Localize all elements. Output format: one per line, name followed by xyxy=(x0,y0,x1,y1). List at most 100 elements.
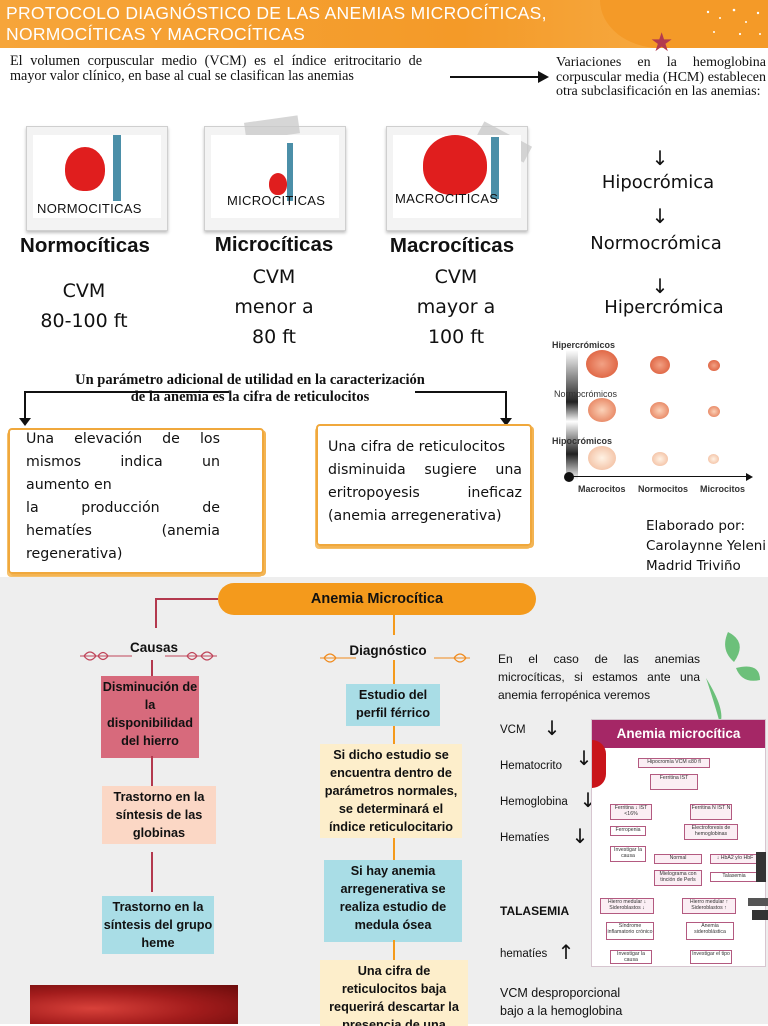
section-title-pill: Anemia Microcítica xyxy=(218,583,536,615)
ferropenic-text: En el caso de las anemias microcíticas, … xyxy=(498,652,700,702)
author-credit: Elaborado por: Carolaynne Yeleni Madrid … xyxy=(646,516,768,576)
cell-dot xyxy=(708,360,720,371)
color-gradient-bar xyxy=(566,350,578,480)
parameter-line-2: de la anemia es la cifra de reticulocito… xyxy=(130,389,370,405)
flow-node: Ferritina N IST N xyxy=(690,804,732,820)
col-label-macrocitos: Macrocitos xyxy=(578,484,626,494)
hcm-hipercromica: Hipercrómica xyxy=(604,297,724,318)
speckle-decoration xyxy=(700,4,766,44)
laurel-left-icon xyxy=(78,646,134,666)
ruler-icon xyxy=(287,143,293,201)
card-inner xyxy=(211,135,339,218)
regenerative-line: hematíes (anemia xyxy=(26,523,220,539)
flow-node: Hierro medular ↓ Sideroblastos ↓ xyxy=(600,898,654,914)
header-banner-tail xyxy=(600,0,768,48)
cell-dot xyxy=(652,452,668,466)
connector-line xyxy=(151,660,153,676)
connector-line xyxy=(393,940,395,960)
bracket-right-stem xyxy=(505,391,507,419)
page-title: PROTOCOLO DIAGNÓSTICO DE LAS ANEMIAS MIC… xyxy=(6,3,726,45)
normociticas-cvm: CVM 80-100 ft xyxy=(12,276,156,336)
talasemia-hematies-label: hematíes xyxy=(500,948,548,960)
credit-name-2: Madrid Triviño xyxy=(646,558,741,574)
flow-node: Anemia sideroblástica xyxy=(686,922,734,940)
star-icon: ★ xyxy=(650,28,674,58)
flow-node: Síndrome inflamatorio crónico xyxy=(606,922,654,940)
ferro-hemoglobina-label: Hemoglobina xyxy=(500,796,568,808)
arregenerative-line: (anemia arregenerativa) xyxy=(328,508,502,524)
hcm-normocromica: Normocrómica xyxy=(590,233,722,254)
cause-heme-box: Trastorno en la síntesis del grupo heme xyxy=(102,896,214,954)
cell-dot xyxy=(588,446,616,470)
normocitica-card: NORMOCITICAS xyxy=(26,126,168,231)
diagnosis-step-1: Estudio del perfil férrico xyxy=(346,684,440,726)
laurel-right-icon xyxy=(432,648,472,668)
cell-dot xyxy=(588,398,616,422)
flow-node: Ferropenia xyxy=(610,826,646,836)
credit-name-1: Carolaynne Yeleni xyxy=(646,538,767,554)
cause-globin-box: Trastorno en la síntesis de las globinas xyxy=(102,786,216,844)
microscope-icon xyxy=(748,852,768,922)
cvm-range-value: 80 ft xyxy=(251,326,297,348)
ferro-hematocrito-label: Hematocrito xyxy=(500,760,562,772)
title-line-1: PROTOCOLO DIAGNÓSTICO DE LAS ANEMIAS MIC… xyxy=(6,3,547,23)
macrociticas-cvm: CVM mayor a 100 ft xyxy=(378,262,534,352)
title-line-2: NORMOCÍTICAS Y MACROCÍTICAS xyxy=(6,24,306,44)
diagnosis-heading: Diagnóstico xyxy=(349,643,427,658)
card-label: NORMOCITICAS xyxy=(37,201,142,216)
chart-axis-arrow-icon xyxy=(746,473,753,481)
row-label-normocromicos: Normocrómicos xyxy=(554,389,618,399)
card-label: MICROCITICAS xyxy=(227,193,326,208)
regenerative-line: la producción de xyxy=(26,500,220,516)
arrow-down-icon: ↓ xyxy=(575,746,593,770)
heading-macrociticas: Macrocíticas xyxy=(389,234,515,257)
intro-arrow-line xyxy=(450,76,542,78)
arregenerative-line: eritropoyesis ineficaz xyxy=(328,485,522,501)
arregenerative-line: Una cifra de reticulocitos xyxy=(328,439,506,455)
cell-dot xyxy=(708,454,719,464)
card-inner xyxy=(33,135,161,218)
cvm-label: CVM xyxy=(434,266,478,288)
col-label-microcitos: Microcitos xyxy=(700,484,746,494)
bracket-left-stem xyxy=(24,391,26,421)
ruler-icon xyxy=(113,135,121,201)
cvm-range: menor a xyxy=(234,296,314,318)
cause-iron-box: Disminución de la disponibilidad del hie… xyxy=(101,676,199,758)
cvm-range: 80-100 ft xyxy=(40,310,128,332)
arrow-up-icon: ↑ xyxy=(557,940,575,964)
vcm-intro-text: El volumen corpuscular medio (VCM) es el… xyxy=(10,53,422,84)
connector-line xyxy=(155,598,157,628)
arregenerative-text: Una cifra de reticulocitos disminuida su… xyxy=(328,436,522,528)
connector-line xyxy=(155,598,218,600)
regenerative-text: Una elevación de los mismos indica un au… xyxy=(26,428,220,566)
heading-microciticas: Microcíticas xyxy=(214,233,334,256)
regenerative-box xyxy=(8,428,264,574)
arrow-down-small-icon xyxy=(19,418,31,426)
macrocitica-card: MACROCITICAS xyxy=(386,121,533,231)
arrow-down-icon: ↓ xyxy=(571,824,589,848)
flow-node: Hierro medular ↑ Sideroblastos ↑ xyxy=(682,898,736,914)
arregenerative-line: disminuida sugiere una xyxy=(328,462,522,478)
flow-node: Electroforesis de hemoglobinas xyxy=(684,824,738,840)
row-label-hipocromicos: Hipocrómicos xyxy=(552,436,613,446)
reticulocitos-parameter: Un parámetro adicional de utilidad en la… xyxy=(30,372,470,406)
microcitica-card: MICROCITICAS xyxy=(204,115,346,231)
arrow-down-icon: ↓ xyxy=(651,204,669,228)
hcm-intro-text: Variaciones en la hemoglobina corpuscula… xyxy=(556,55,766,99)
diagnosis-step-3: Si hay anemia arregenerativa se realiza … xyxy=(324,860,462,942)
credit-label: Elaborado por: xyxy=(646,518,746,534)
causes-heading: Causas xyxy=(129,640,179,655)
laurel-right-icon xyxy=(163,646,219,666)
cell-dot xyxy=(650,356,670,374)
col-label-normocitos: Normocitos xyxy=(638,484,689,494)
regenerative-line: aumento en xyxy=(26,477,112,493)
laurel-left-icon xyxy=(318,648,358,668)
cvm-range-value: 100 ft xyxy=(427,326,485,348)
flow-node: Hipocromía VCM ≤80 fl xyxy=(638,758,710,768)
card-inner xyxy=(393,135,521,218)
connector-line xyxy=(393,726,395,744)
connector-line xyxy=(393,660,395,686)
ferro-vcm-label: VCM xyxy=(500,724,526,736)
talasemia-heading: TALASEMIA xyxy=(500,904,570,918)
row-label-hipercromicos: Hipercrómicos xyxy=(552,340,616,350)
